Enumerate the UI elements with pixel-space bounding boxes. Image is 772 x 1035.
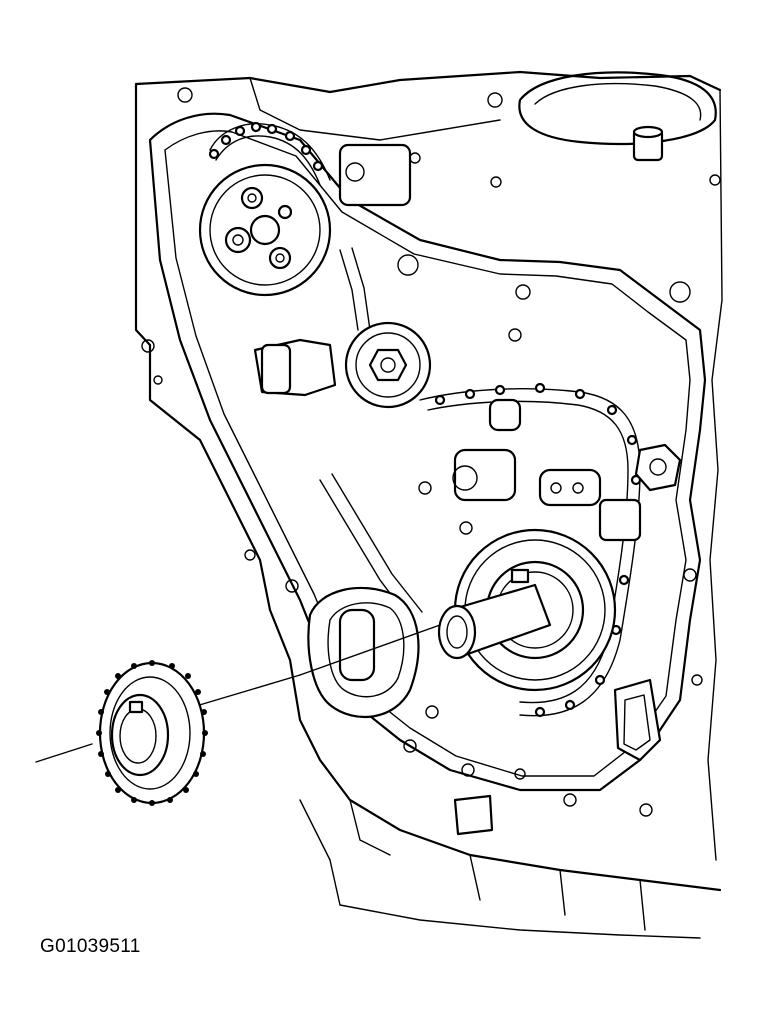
chain-guide-left (253, 338, 337, 397)
sprocket-teeth (96, 660, 208, 806)
tensioner-bolt (598, 443, 682, 542)
figure-id-label: G01039511 (40, 936, 141, 957)
upper-timing-chain (208, 121, 371, 331)
block-features (141, 143, 703, 836)
chain-links-top (208, 121, 324, 172)
crankshaft-snout (437, 583, 552, 660)
crankshaft-sprocket-removed (96, 660, 208, 806)
idler-sprocket (344, 321, 432, 409)
engine-block (134, 70, 723, 939)
camshaft-sprocket (198, 163, 332, 297)
